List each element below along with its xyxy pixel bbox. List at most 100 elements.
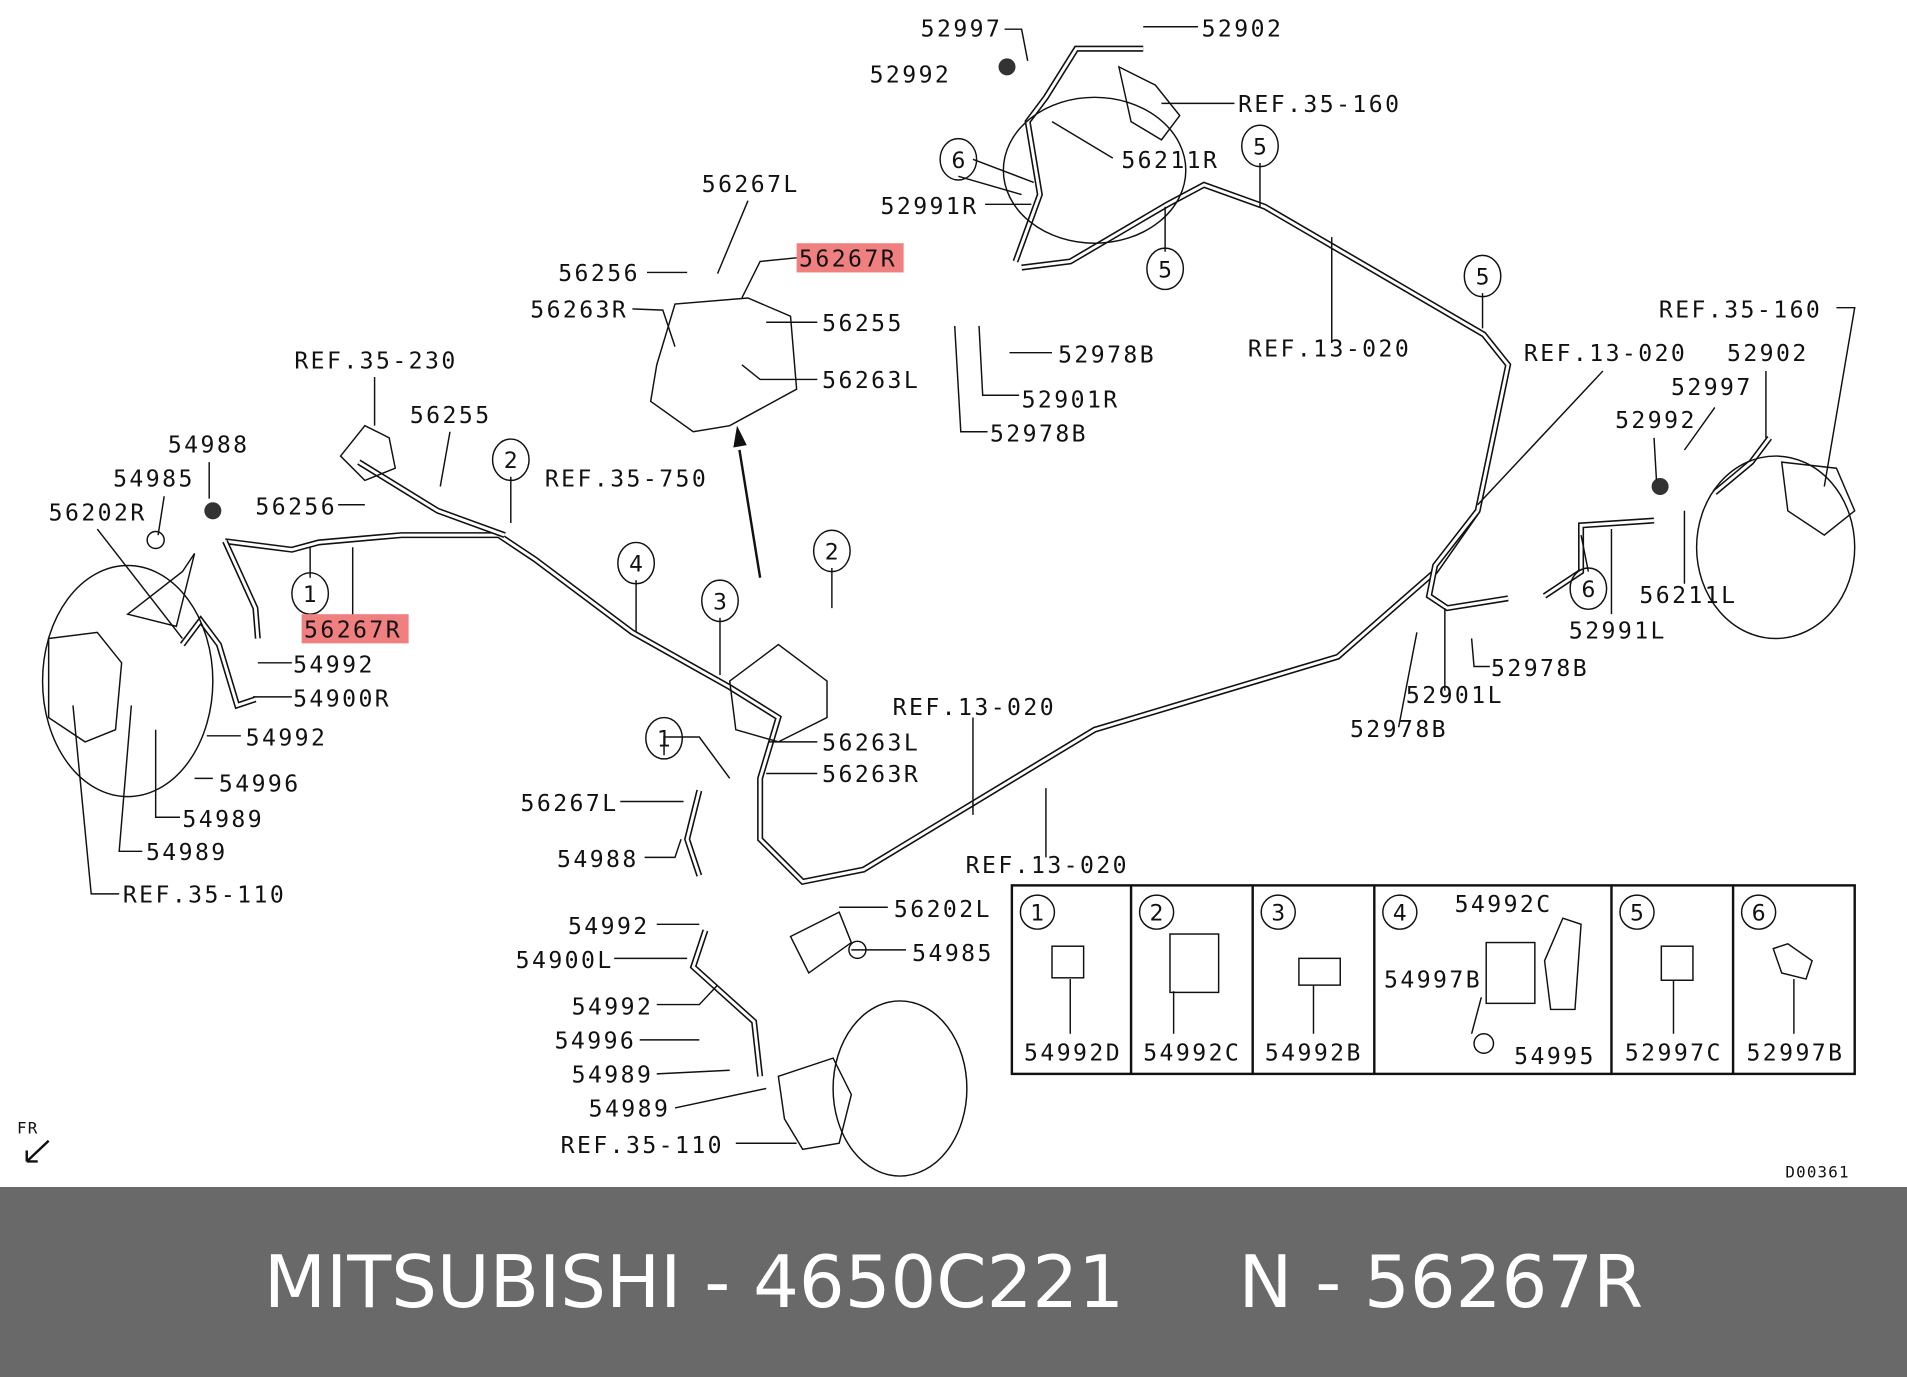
footer-banner: MITSUBISHI - 4650C221 N - 56267R xyxy=(0,1187,1907,1377)
part-label[interactable]: 56255 xyxy=(822,311,904,337)
diagram-code: D00361 xyxy=(1785,1162,1849,1181)
callout-5-b: 5 xyxy=(1146,247,1185,291)
part-label[interactable]: 54988 xyxy=(557,847,639,873)
part-label[interactable]: 56211L xyxy=(1639,583,1737,609)
callout-2-a: 2 xyxy=(491,438,530,482)
part-label[interactable]: 54989 xyxy=(589,1096,671,1122)
highlight-56267r-top xyxy=(796,243,904,273)
part-label[interactable]: 56202L xyxy=(894,897,992,923)
callout-1-a: 1 xyxy=(291,572,330,615)
part-label[interactable]: 54985 xyxy=(113,466,195,492)
part-label[interactable]: 54988 xyxy=(168,432,250,458)
svg-text:54997B: 54997B xyxy=(1384,968,1482,994)
svg-text:5: 5 xyxy=(1476,266,1490,291)
part-label[interactable]: 56211R xyxy=(1121,148,1219,174)
part-label-highlighted[interactable]: 56267R xyxy=(304,617,402,643)
svg-text:52997B: 52997B xyxy=(1746,1041,1844,1067)
legend-cell-6: 6 52997B xyxy=(1740,894,1844,1067)
part-label[interactable]: 54989 xyxy=(146,840,228,866)
part-label[interactable]: 54992 xyxy=(572,994,654,1020)
part-label[interactable]: 52902 xyxy=(1727,341,1809,367)
callouts: 6 5 5 5 2 1 4 3 2 1 6 xyxy=(291,124,1608,760)
svg-text:6: 6 xyxy=(1752,902,1766,927)
legend-cell-5: 5 52997C xyxy=(1619,894,1723,1067)
part-label[interactable]: 56267L xyxy=(702,172,800,198)
svg-text:52997C: 52997C xyxy=(1625,1041,1723,1067)
svg-text:1: 1 xyxy=(1030,902,1044,927)
part-label[interactable]: 52901L xyxy=(1406,683,1504,709)
part-label[interactable]: 56256 xyxy=(255,494,337,520)
ref-label[interactable]: REF.35-160 xyxy=(1238,92,1401,118)
ref-label[interactable]: REF.13-020 xyxy=(966,853,1129,879)
svg-text:2: 2 xyxy=(825,540,839,565)
ref-label[interactable]: REF.35-160 xyxy=(1659,297,1822,323)
part-label[interactable]: 54992 xyxy=(293,653,375,679)
part-label[interactable]: 56263L xyxy=(822,368,920,394)
ref-label[interactable]: REF.35-110 xyxy=(561,1133,724,1159)
callout-5-a: 5 xyxy=(1241,124,1279,168)
svg-text:54992C: 54992C xyxy=(1455,892,1553,918)
ref-label[interactable]: REF.13-020 xyxy=(1248,336,1411,362)
part-label[interactable]: 54992 xyxy=(568,914,650,940)
part-label[interactable]: 52992 xyxy=(1615,408,1697,434)
callout-2-b: 2 xyxy=(812,529,851,573)
part-label[interactable]: 52978B xyxy=(1491,656,1589,682)
part-label[interactable]: 52978B xyxy=(1350,717,1448,743)
part-label[interactable]: 54989 xyxy=(572,1062,654,1088)
part-label[interactable]: 56263R xyxy=(822,762,920,788)
svg-text:1: 1 xyxy=(657,728,671,753)
ref-label[interactable]: REF.35-230 xyxy=(294,349,457,375)
part-labels: 52997 52902 52992 REF.35-160 56211R 5299… xyxy=(17,16,1849,1181)
svg-text:6: 6 xyxy=(1581,578,1595,603)
part-label[interactable]: 56202R xyxy=(49,501,147,527)
part-label[interactable]: 52978B xyxy=(1058,342,1156,368)
svg-text:4: 4 xyxy=(629,553,643,578)
part-label-highlighted[interactable]: 56267R xyxy=(799,246,897,272)
front-marker-label: FR xyxy=(17,1118,38,1137)
part-label[interactable]: 52901R xyxy=(1022,387,1120,413)
part-label[interactable]: 54989 xyxy=(182,807,264,833)
part-label[interactable]: 56263L xyxy=(822,730,920,756)
callout-4: 4 xyxy=(617,541,656,585)
part-label[interactable]: 54996 xyxy=(555,1028,637,1054)
part-label[interactable]: 52978B xyxy=(990,421,1088,447)
footer-part-title: MITSUBISHI - 4650C221 N - 56267R xyxy=(263,1240,1644,1324)
brake-pipes xyxy=(179,45,1773,1077)
brake-line-parts-diagram: 6 5 5 5 2 1 4 3 2 1 6 52997 52902 52992 … xyxy=(17,16,1856,1181)
part-label[interactable]: 54900R xyxy=(293,687,391,713)
svg-text:3: 3 xyxy=(1271,902,1285,927)
ref-label[interactable]: REF.13-020 xyxy=(1524,341,1687,367)
svg-text:3: 3 xyxy=(713,590,727,615)
part-label[interactable]: 52902 xyxy=(1202,16,1284,42)
svg-text:5: 5 xyxy=(1630,902,1644,927)
part-label[interactable]: 52991L xyxy=(1569,618,1667,644)
part-label[interactable]: 56267L xyxy=(521,791,619,817)
ref-label[interactable]: REF.35-750 xyxy=(545,466,708,492)
part-label[interactable]: 54992 xyxy=(246,726,328,752)
part-label[interactable]: 54985 xyxy=(912,941,994,967)
part-label[interactable]: 56256 xyxy=(558,261,640,287)
part-label[interactable]: 52991R xyxy=(881,194,979,220)
part-label[interactable]: 54900L xyxy=(516,948,614,974)
part-label[interactable]: 52997 xyxy=(1671,375,1753,401)
svg-text:5: 5 xyxy=(1253,135,1267,160)
svg-text:2: 2 xyxy=(1150,902,1164,927)
svg-text:2: 2 xyxy=(504,449,518,474)
highlight-56267r-left xyxy=(301,614,409,644)
part-label[interactable]: 52992 xyxy=(870,63,952,89)
callout-5-c: 5 xyxy=(1463,254,1502,298)
svg-text:54992B: 54992B xyxy=(1265,1041,1363,1067)
ref-label[interactable]: REF.35-110 xyxy=(123,882,286,908)
svg-text:5: 5 xyxy=(1158,258,1172,283)
part-label[interactable]: 56255 xyxy=(410,403,492,429)
part-label[interactable]: 52997 xyxy=(921,16,1003,42)
part-label[interactable]: 56263R xyxy=(530,297,628,323)
ref-label[interactable]: REF.13-020 xyxy=(893,695,1056,721)
svg-text:6: 6 xyxy=(951,149,965,174)
part-label[interactable]: 54996 xyxy=(219,772,301,798)
callout-6-top: 6 xyxy=(939,137,978,181)
